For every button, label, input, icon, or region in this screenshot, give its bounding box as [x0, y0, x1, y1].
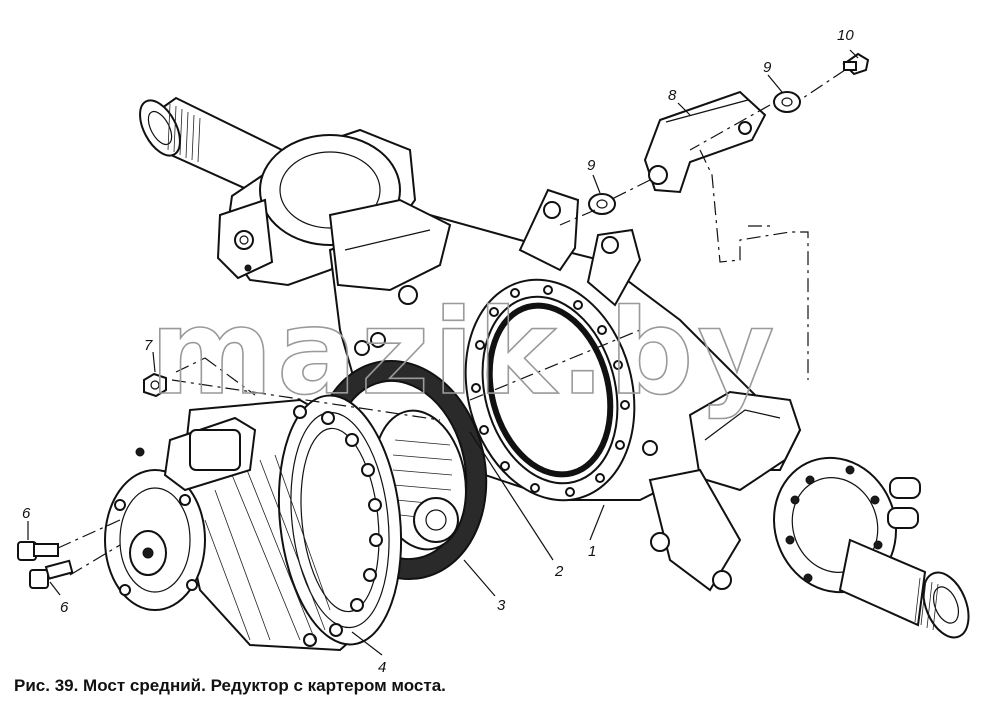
figure-caption: Рис. 39. Мост средний. Редуктор с картер…	[14, 676, 446, 695]
callout-8: 8	[668, 87, 677, 104]
right-hub-assembly	[773, 456, 970, 639]
callout-3: 3	[497, 597, 506, 614]
left-axle-shaft	[139, 96, 284, 198]
washer-9-upper	[773, 91, 801, 113]
bolt-6-upper	[17, 541, 59, 561]
callout-7: 7	[144, 337, 153, 354]
callout-4: 4	[378, 659, 386, 676]
watermark: mazik.by	[150, 283, 778, 421]
bolt-6-lower	[29, 559, 74, 589]
bolt-10	[842, 52, 870, 76]
callout-1: 1	[588, 543, 596, 560]
callout-6-upper: 6	[22, 505, 31, 522]
nut-7	[143, 372, 167, 398]
assembly-axis-lines	[57, 69, 846, 576]
callout-9-upper: 9	[763, 59, 772, 76]
callout-2: 2	[554, 563, 564, 580]
reducer-assembly-4	[104, 394, 403, 652]
callout-9-lower: 9	[587, 157, 596, 174]
callout-6-lower: 6	[60, 599, 69, 616]
callout-10: 10	[837, 27, 854, 44]
leader-lines	[27, 49, 859, 656]
washer-9-lower	[588, 193, 616, 215]
